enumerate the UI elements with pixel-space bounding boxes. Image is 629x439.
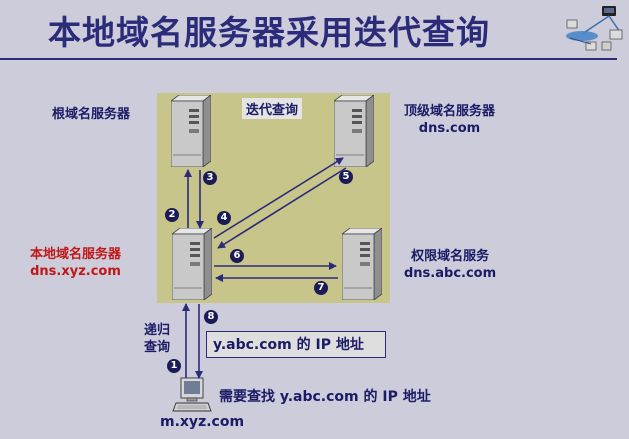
step-number-4: 4 (217, 211, 231, 225)
local-server-domain: dns.xyz.com (30, 264, 121, 279)
local-server-label: 本地域名服务器 dns.xyz.com (30, 246, 121, 280)
title-underline (0, 58, 617, 60)
step-number-8: 8 (204, 310, 218, 324)
recursive-query-label: 递归 查询 (144, 322, 170, 356)
network-clipart-icon (566, 6, 623, 51)
recursive-query-line-1: 递归 (144, 323, 171, 338)
tld-server-domain: dns.com (418, 121, 481, 136)
step-number-5: 5 (339, 170, 353, 184)
step-number-2: 2 (165, 208, 179, 222)
arrow-step-4 (213, 157, 344, 239)
step-number-6: 6 (230, 249, 244, 263)
iterative-query-label: 迭代查询 (242, 98, 303, 119)
tld-server-label: 顶级域名服务器 dns.com (404, 103, 495, 137)
local-server-name: 本地域名服务器 (30, 247, 122, 262)
step-number-1: 1 (167, 359, 181, 373)
tld-server-name: 顶级域名服务器 (404, 104, 496, 119)
arrow-step-5 (217, 167, 347, 249)
recursive-query-line-2: 查询 (144, 340, 171, 355)
computer-icon (172, 377, 212, 412)
page-title: 本地域名服务器采用迭代查询 (48, 13, 490, 52)
root-server-name: 根域名服务器 (52, 107, 131, 122)
client-query-text: 需要查找 y.abc.com 的 IP 地址 (219, 389, 431, 405)
client-domain: m.xyz.com (160, 414, 245, 430)
root-server-label: 根域名服务器 (52, 106, 130, 123)
step-number-7: 7 (314, 281, 328, 295)
answer-box: y.abc.com 的 IP 地址 (206, 331, 386, 358)
auth-server-label: 权限域名服务 dns.abc.com (404, 248, 496, 282)
auth-server-domain: dns.abc.com (404, 266, 497, 281)
step-number-3: 3 (203, 171, 217, 185)
auth-server-name: 权限域名服务 (411, 249, 490, 264)
